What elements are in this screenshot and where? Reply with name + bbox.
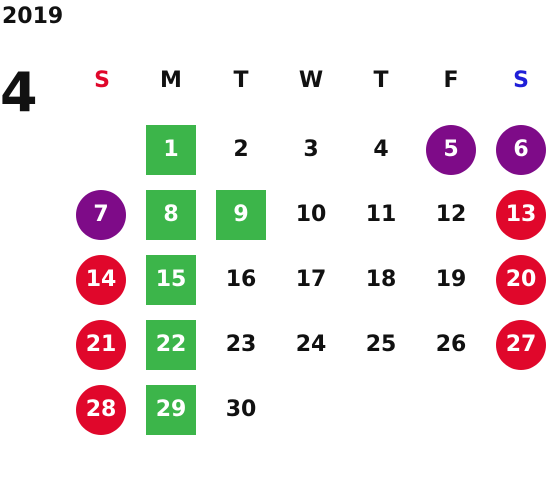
calendar-day-14[interactable]: 14 [76, 255, 126, 305]
weekday-header-thursday: T [373, 68, 389, 93]
calendar-day-30[interactable]: 30 [225, 397, 257, 422]
calendar-day-20[interactable]: 20 [496, 255, 546, 305]
year-label: 2019 [2, 4, 64, 29]
calendar-day-4[interactable]: 4 [373, 137, 389, 162]
calendar-day-6[interactable]: 6 [496, 125, 546, 175]
calendar-day-13[interactable]: 13 [496, 190, 546, 240]
month-number: 4 [0, 61, 38, 124]
calendar-day-3[interactable]: 3 [303, 137, 319, 162]
calendar-day-9[interactable]: 9 [216, 190, 266, 240]
weekday-header-saturday: S [513, 68, 529, 93]
weekday-header-sunday: S [94, 68, 110, 93]
calendar-day-21[interactable]: 21 [76, 320, 126, 370]
calendar-day-24[interactable]: 24 [295, 332, 327, 357]
weekday-header-friday: F [443, 68, 459, 93]
calendar-day-5[interactable]: 5 [426, 125, 476, 175]
weekday-header-monday: M [160, 68, 182, 93]
calendar-day-26[interactable]: 26 [435, 332, 467, 357]
calendar-day-11[interactable]: 11 [365, 202, 397, 227]
calendar-day-23[interactable]: 23 [225, 332, 257, 357]
calendar-day-10[interactable]: 10 [295, 202, 327, 227]
calendar-day-29[interactable]: 29 [146, 385, 196, 435]
calendar-day-27[interactable]: 27 [496, 320, 546, 370]
weekday-header-tuesday: T [233, 68, 249, 93]
calendar-day-15[interactable]: 15 [146, 255, 196, 305]
calendar-day-25[interactable]: 25 [365, 332, 397, 357]
calendar-day-19[interactable]: 19 [435, 267, 467, 292]
calendar-day-2[interactable]: 2 [233, 137, 249, 162]
calendar-day-28[interactable]: 28 [76, 385, 126, 435]
calendar-day-7[interactable]: 7 [76, 190, 126, 240]
calendar-day-22[interactable]: 22 [146, 320, 196, 370]
calendar-day-12[interactable]: 12 [435, 202, 467, 227]
weekday-header-wednesday: W [298, 68, 324, 93]
calendar-day-16[interactable]: 16 [225, 267, 257, 292]
calendar-day-18[interactable]: 18 [365, 267, 397, 292]
calendar-day-8[interactable]: 8 [146, 190, 196, 240]
calendar-day-17[interactable]: 17 [295, 267, 327, 292]
calendar-day-1[interactable]: 1 [146, 125, 196, 175]
